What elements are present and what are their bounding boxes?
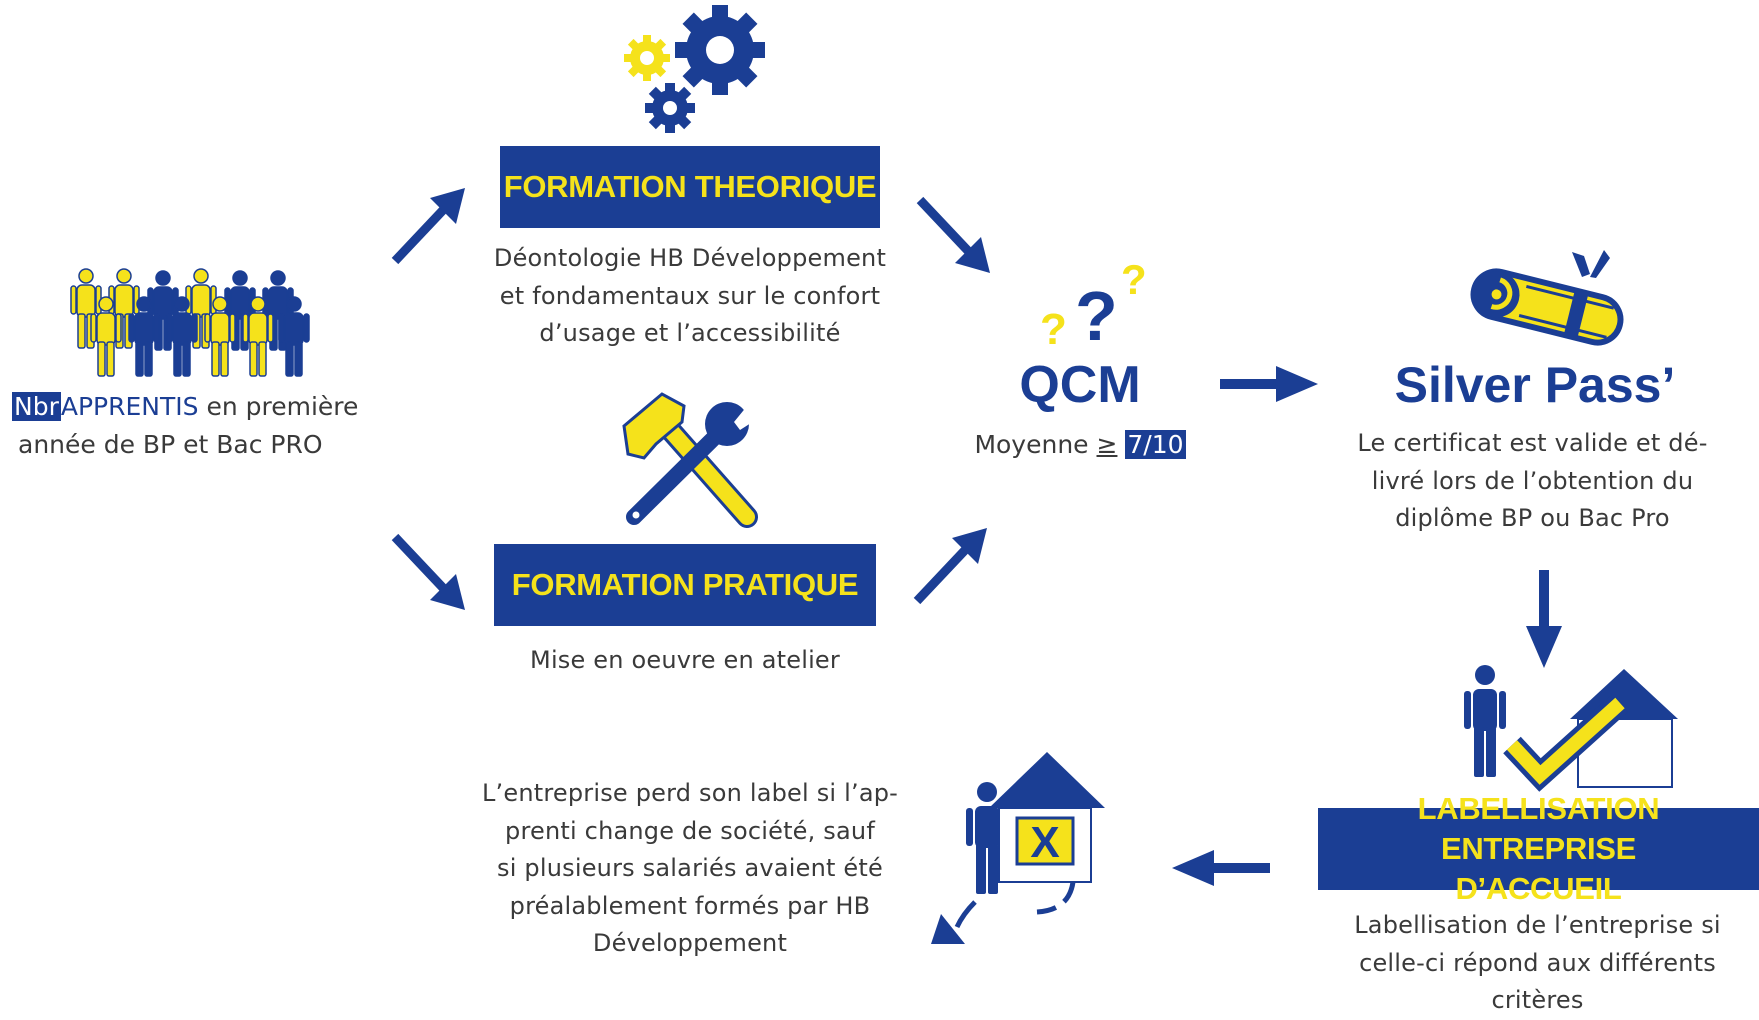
lose-description: L’entreprise perd son label si l’ap- pre… bbox=[440, 775, 940, 963]
qcm-score-highlight: 7/10 bbox=[1125, 430, 1186, 459]
arrow-practice-to-qcm-icon bbox=[913, 528, 987, 605]
apprentices-count-highlight: Nbr bbox=[12, 392, 61, 421]
apprentices-text: NbrAPPRENTIS en première année de BP et … bbox=[12, 388, 358, 464]
silver-desc-line: Le certificat est valide et dé- bbox=[1357, 429, 1708, 457]
practice-banner: FORMATION PRATIQUE bbox=[494, 544, 876, 626]
practice-banner-label: FORMATION PRATIQUE bbox=[511, 567, 859, 602]
hammer-wrench-icon bbox=[622, 392, 762, 528]
arrow-qcm-to-silver-icon bbox=[1220, 366, 1318, 402]
svg-text:?: ? bbox=[1040, 305, 1067, 354]
lose-desc-line: Développement bbox=[592, 929, 788, 957]
arrow-silver-to-label-icon bbox=[1526, 570, 1562, 668]
lose-desc-line: préalablement formés par HB bbox=[509, 891, 871, 920]
theory-banner: FORMATION THEORIQUE bbox=[500, 146, 880, 228]
house-approved-icon bbox=[1464, 665, 1678, 792]
qcm-average-symbol: ≥ bbox=[1096, 430, 1118, 459]
silver-pass-description: Le certificat est valide et dé- livré lo… bbox=[1330, 425, 1735, 538]
apprentices-line1: NbrAPPRENTIS en première bbox=[12, 388, 358, 426]
theory-description: Déontologie HB Développement et fondamen… bbox=[440, 240, 940, 353]
arrow-label-to-lose-icon bbox=[1172, 850, 1270, 886]
practice-description: Mise en oeuvre en atelier bbox=[530, 646, 840, 674]
qcm-average: Moyenne ≥ 7/10 bbox=[960, 425, 1200, 465]
svg-text:X: X bbox=[1030, 818, 1059, 867]
diploma-scroll-icon bbox=[1470, 250, 1624, 346]
svg-text:?: ? bbox=[1075, 277, 1118, 355]
theory-banner-label: FORMATION THEORIQUE bbox=[503, 169, 877, 204]
arrow-theory-to-qcm-icon bbox=[916, 196, 990, 273]
label-banner-line1: LABELLISATION ENTREPRISE bbox=[1417, 791, 1660, 866]
qcm-average-prefix: Moyenne bbox=[974, 430, 1097, 459]
arrow-to-practice-icon bbox=[391, 533, 465, 610]
label-banner: LABELLISATION ENTREPRISE D’ACCUEIL bbox=[1318, 791, 1759, 906]
apprentices-word: APPRENTIS bbox=[60, 392, 199, 421]
label-desc-line: Labellisation de l’entreprise si bbox=[1354, 911, 1721, 939]
silver-desc-line: livré lors de l’obtention du bbox=[1371, 466, 1694, 495]
lose-desc-line: L’entreprise perd son label si l’ap- bbox=[481, 779, 899, 807]
silver-pass-title: Silver Pass’ bbox=[1394, 357, 1676, 413]
label-desc-line: celle-ci répond aux différents bbox=[1359, 948, 1716, 977]
apprentices-rest: en première bbox=[198, 392, 359, 421]
theory-desc-line: et fondamentaux sur le confort bbox=[499, 281, 881, 310]
lose-desc-line: prenti change de société, sauf bbox=[505, 816, 875, 845]
theory-desc-line: d’usage et l’accessibilité bbox=[539, 319, 841, 347]
silver-desc-line: diplôme BP ou Bac Pro bbox=[1395, 504, 1670, 532]
svg-text:?: ? bbox=[1121, 256, 1147, 303]
question-marks-icon: ? ? ? bbox=[1040, 256, 1147, 355]
people-group-icon bbox=[70, 268, 310, 377]
gears-icon bbox=[624, 5, 765, 133]
apprentices-line2: année de BP et Bac PRO bbox=[18, 430, 323, 459]
house-rejected-icon: X bbox=[931, 752, 1105, 944]
theory-desc-line: Déontologie HB Développement bbox=[493, 244, 887, 272]
label-description: Labellisation de l’entreprise si celle-c… bbox=[1310, 907, 1759, 1020]
lose-desc-line: si plusieurs salariés avaient été bbox=[497, 854, 883, 882]
arrow-to-theory-icon bbox=[391, 188, 465, 265]
qcm-title: QCM bbox=[1019, 356, 1141, 414]
label-banner-line2: D’ACCUEIL bbox=[1455, 871, 1622, 906]
label-desc-line: critères bbox=[1491, 986, 1584, 1014]
